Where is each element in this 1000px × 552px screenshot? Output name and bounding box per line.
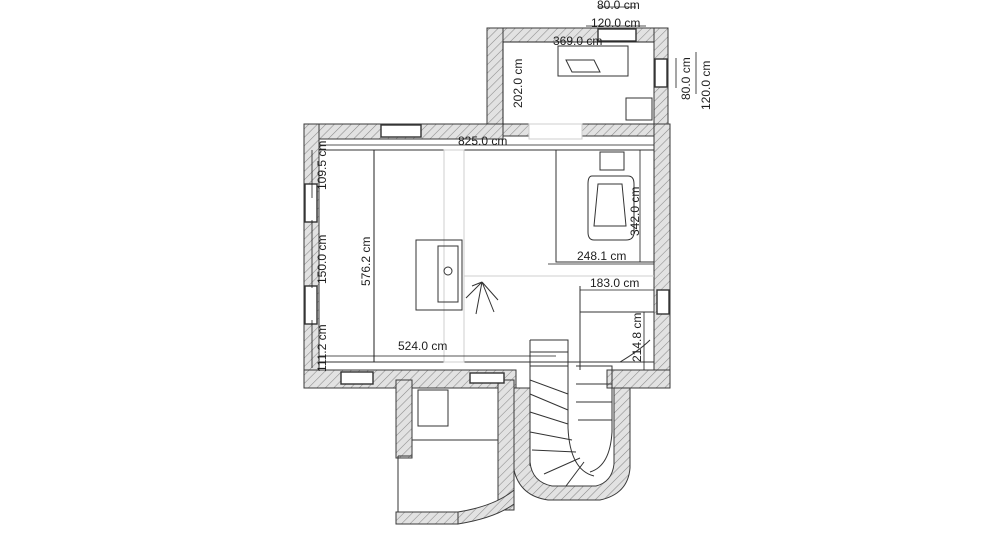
dim-main-hall-width: 825.0 cm — [458, 134, 507, 148]
sink-unit — [437, 245, 459, 303]
window-lower-mid — [469, 372, 505, 384]
interior-lines — [319, 123, 655, 512]
dim-top-window-opening: 120.0 cm — [591, 16, 640, 30]
dim-bathroom-width: 248.1 cm — [577, 249, 626, 263]
sink-drain — [443, 266, 453, 276]
upper-chair — [565, 59, 601, 73]
windows — [304, 28, 670, 385]
lower-cabinet — [417, 389, 449, 427]
utility-door — [619, 339, 651, 363]
bathtub — [587, 175, 635, 241]
dimension-lines — [311, 6, 697, 370]
dim-left-segment-mid: 150.0 cm — [315, 235, 329, 284]
wall-lower-bottom — [395, 511, 459, 525]
dim-right-window-opening: 120.0 cm — [699, 61, 713, 110]
dim-utility-depth: 214.8 cm — [630, 313, 644, 362]
dim-upper-room-depth: 202.0 cm — [511, 59, 525, 108]
dim-left-segment-bottom: 111.2 cm — [315, 324, 329, 372]
upper-cabinet — [625, 97, 653, 121]
wall-lower-left — [395, 379, 413, 459]
window-left-lower — [304, 285, 318, 325]
window-right-main — [656, 289, 670, 315]
wall-main-bottom-right — [606, 369, 671, 389]
dim-bathroom-depth: 342.0 cm — [628, 187, 642, 236]
dim-right-window-width: 80.0 cm — [679, 57, 693, 100]
dimension-labels: 80.0 cm 120.0 cm 369.0 cm 202.0 cm 80.0 … — [315, 0, 713, 372]
staircase — [529, 339, 613, 487]
plant — [465, 281, 499, 315]
dim-top-window-width: 80.0 cm — [597, 0, 640, 12]
upper-desk — [557, 45, 629, 77]
wall-bay-left — [457, 488, 515, 525]
dim-main-hall-depth: 576.2 cm — [359, 237, 373, 286]
wall-main-right — [653, 123, 671, 389]
kitchen-island — [415, 239, 463, 311]
dim-upper-room-width: 369.0 cm — [553, 34, 602, 48]
wall-stair-bay — [513, 387, 631, 501]
window-right-upper — [654, 58, 668, 88]
wall-lower-mid — [497, 379, 515, 511]
dim-living-width: 524.0 cm — [398, 339, 447, 353]
window-main-top — [380, 124, 422, 138]
toilet-tank — [599, 151, 625, 171]
window-left-upper — [304, 183, 318, 223]
bathtub-inner — [593, 183, 627, 227]
furniture — [415, 45, 653, 427]
dim-left-window-top: 109.5 cm — [315, 141, 329, 190]
dim-utility-width: 183.0 cm — [590, 276, 639, 290]
window-main-bottom — [340, 371, 374, 385]
wall-upper-left — [486, 27, 504, 137]
window-top-upper — [597, 28, 637, 42]
